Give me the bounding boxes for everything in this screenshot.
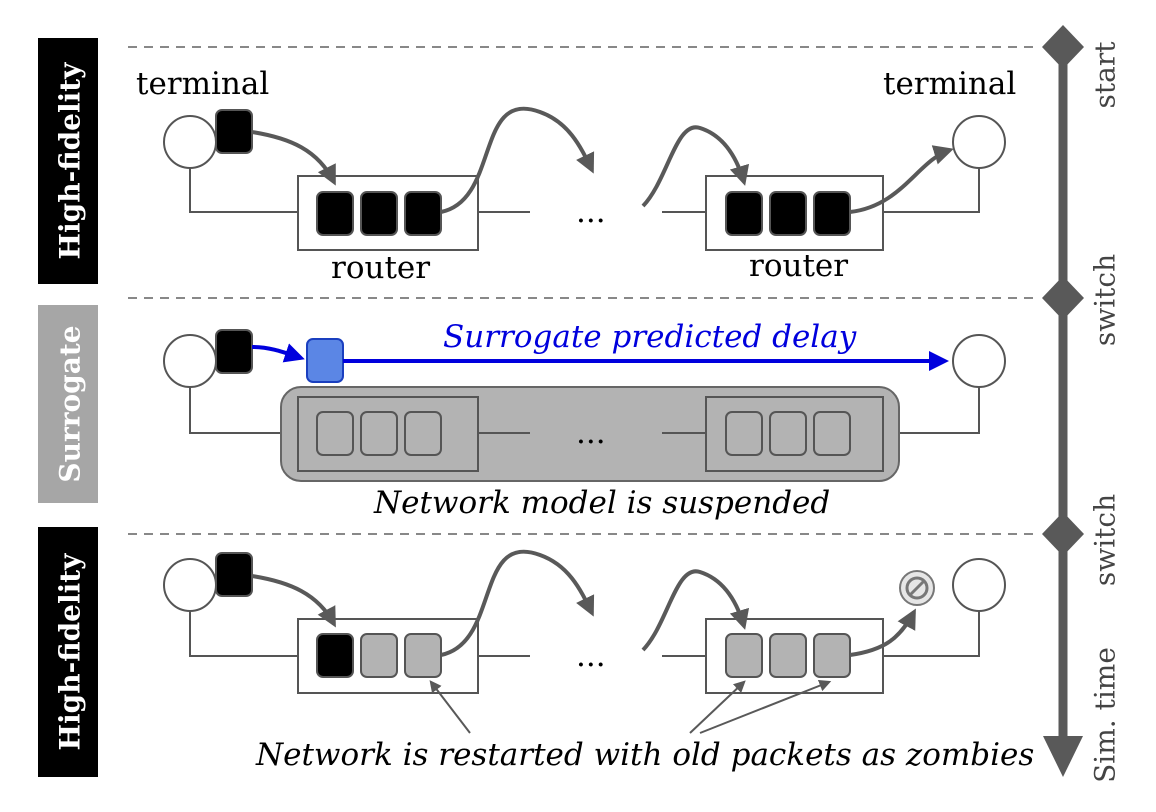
packet-surrogate: [306, 338, 344, 383]
buffer-slot-empty: [360, 411, 398, 456]
ellipsis: ...: [576, 194, 606, 230]
phase-label-text: High-fidelity: [54, 553, 87, 751]
phase1-network: terminal terminal ... router router: [136, 66, 1016, 286]
buffer-slot-empty: [404, 411, 442, 456]
router-label-left: router: [331, 250, 430, 286]
packet-flow-arrow: [440, 106, 595, 214]
link: [883, 611, 980, 657]
terminal-left: [163, 334, 217, 388]
link: [189, 611, 298, 657]
phase-label-text: High-fidelity: [54, 62, 87, 260]
ellipsis: ...: [576, 415, 606, 451]
terminal-right: [952, 115, 1006, 169]
phase-label-high-fidelity-2: High-fidelity: [38, 527, 98, 777]
router-label-right: router: [749, 248, 848, 284]
packet: [813, 191, 851, 236]
phase-label-high-fidelity-1: High-fidelity: [38, 38, 98, 284]
terminal-left: [163, 558, 217, 612]
packet: [316, 633, 354, 678]
link: [189, 168, 298, 213]
terminal-right: [952, 558, 1006, 612]
zombie-packet: [813, 633, 851, 678]
packet-flow-arrow: [251, 130, 336, 186]
packet-to-surrogate-arrow: [251, 343, 305, 363]
timeline-arrowhead: [1043, 736, 1083, 777]
packet-flow-arrow: [251, 574, 336, 628]
buffer-slot-empty: [813, 411, 851, 456]
terminal-label-right: terminal: [883, 66, 1016, 102]
phase3-network: ... Network is restarted with old packet…: [163, 549, 1034, 773]
packet: [215, 109, 253, 154]
phase-label-surrogate: Surrogate: [38, 305, 98, 503]
buffer-slot-empty: [316, 411, 354, 456]
timeline-marker-start: [1042, 25, 1084, 69]
timeline: start switch switch Sim. time: [1042, 25, 1122, 783]
suspended-network-model: [280, 386, 900, 482]
packet: [404, 191, 442, 236]
surrogate-delay-label: Surrogate predicted delay: [443, 319, 857, 355]
suspended-caption: Network model is suspended: [373, 485, 830, 521]
packet-flow-arrow: [849, 145, 954, 214]
timeline-label-switch: switch: [1089, 254, 1122, 346]
timeline-marker-switch-1: [1042, 276, 1084, 320]
zombie-packet: [404, 633, 442, 678]
ellipsis: ...: [576, 638, 606, 674]
packet: [769, 191, 807, 236]
phase2-network: ... Surrogate predicted delay Network mo…: [163, 319, 1006, 521]
terminal-right: [952, 334, 1006, 388]
timeline-marker-switch-2: [1042, 512, 1084, 556]
timeline-axis-label: Sim. time: [1089, 647, 1122, 783]
zombie-packet: [360, 633, 398, 678]
zombie-pointer-arrow: [429, 680, 471, 734]
packet: [215, 552, 253, 597]
zombie-packet: [725, 633, 763, 678]
packet-flow-arrow: [849, 608, 916, 657]
timeline-label-switch: switch: [1089, 494, 1122, 586]
link: [883, 387, 980, 434]
no-entry-icon: [899, 570, 935, 606]
packet: [215, 329, 253, 374]
packet-flow-arrow: [641, 569, 750, 652]
terminal-left: [163, 115, 217, 169]
terminal-label-left: terminal: [136, 66, 269, 102]
timeline-label-start: start: [1089, 41, 1122, 109]
zombie-pointer-arrow: [699, 679, 832, 734]
zombie-pointer-arrow: [689, 680, 746, 734]
packet: [725, 191, 763, 236]
packet: [360, 191, 398, 236]
buffer-slot-empty: [769, 411, 807, 456]
restart-caption: Network is restarted with old packets as…: [255, 737, 1034, 773]
packet-flow-arrow: [440, 549, 595, 657]
link: [883, 168, 980, 213]
packet: [316, 191, 354, 236]
buffer-slot-empty: [725, 411, 763, 456]
packet-flow-arrow: [641, 125, 750, 208]
zombie-packet: [769, 633, 807, 678]
phase-label-text: Surrogate: [54, 325, 87, 482]
link: [189, 387, 298, 434]
